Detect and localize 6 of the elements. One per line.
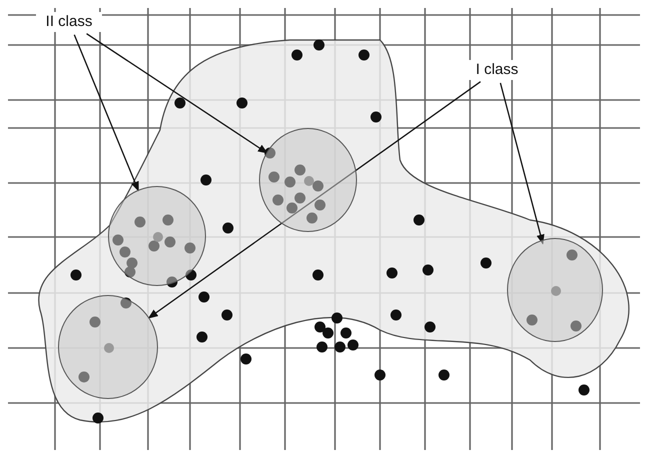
leader-arrow [148, 81, 481, 319]
class-label: II class [36, 12, 102, 32]
leader-arrow [86, 33, 268, 154]
class-circle [58, 295, 158, 399]
leader-arrow [500, 82, 544, 245]
leader-arrow [74, 34, 139, 192]
